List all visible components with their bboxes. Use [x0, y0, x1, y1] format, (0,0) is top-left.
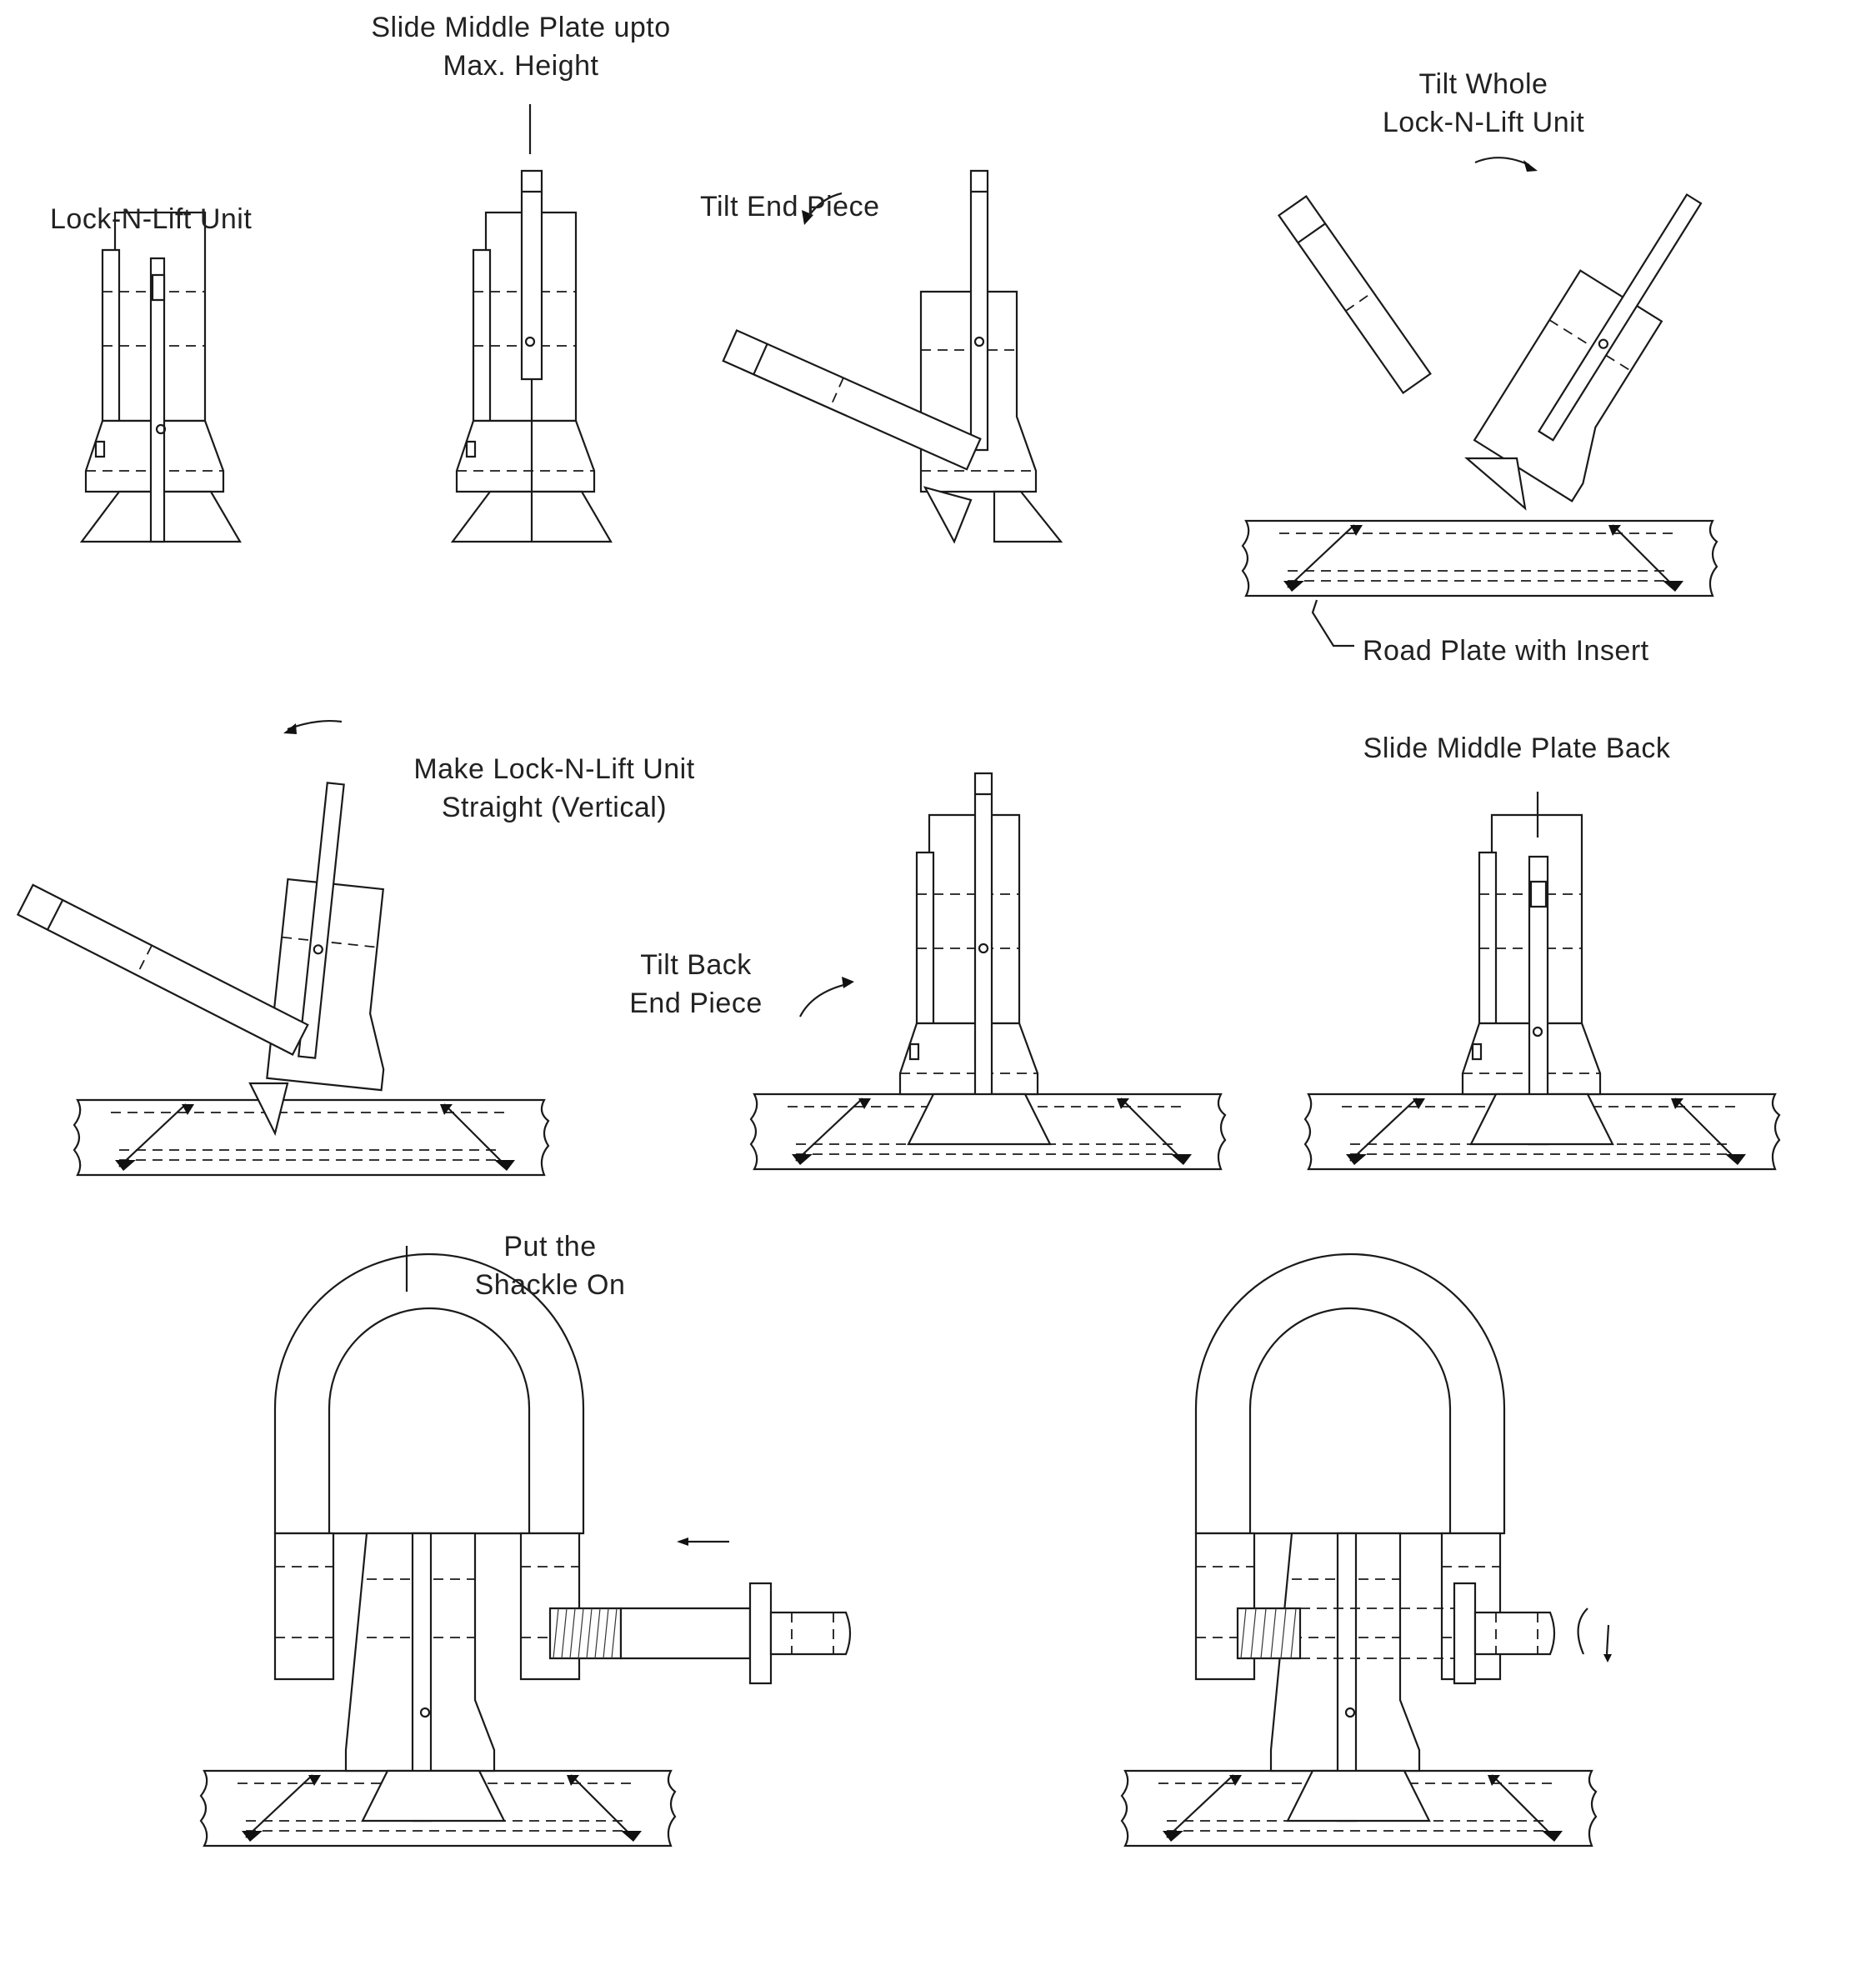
label-tilt-whole-line1: Tilt Whole — [1418, 68, 1548, 100]
label-tilt-back-line1: Tilt Back — [640, 949, 752, 981]
label-slide-back-text: Slide Middle Plate Back — [1363, 732, 1671, 764]
label-road-plate-text: Road Plate with Insert — [1363, 635, 1649, 667]
label-slide-up-line1: Slide Middle Plate upto — [371, 12, 671, 43]
panel-unit — [80, 211, 242, 543]
panel-shackle-exploded — [199, 1252, 850, 1848]
label-tilt-back-end-piece: Tilt Back End Piece — [608, 946, 783, 1022]
label-slide-middle-plate-back: Slide Middle Plate Back — [1333, 729, 1700, 768]
label-shackle-line2: Shackle On — [474, 1269, 626, 1301]
panel-make-straight — [18, 780, 550, 1177]
label-straight-line2: Straight (Vertical) — [441, 792, 668, 823]
label-lock-n-lift-unit: Lock-N-Lift Unit — [50, 200, 283, 238]
panel-slide-up — [451, 171, 613, 543]
label-lock-n-lift-unit-text: Lock-N-Lift Unit — [50, 203, 253, 235]
panel-tilt-back — [749, 773, 1227, 1171]
label-slide-middle-plate-up: Slide Middle Plate upto Max. Height — [338, 8, 704, 85]
label-tilt-end-piece: Tilt End Piece — [700, 188, 917, 226]
label-straight-line1: Make Lock-N-Lift Unit — [413, 753, 695, 785]
panel-shackle-assembled — [1120, 1252, 1598, 1848]
label-make-unit-straight: Make Lock-N-Lift Unit Straight (Vertical… — [388, 750, 721, 827]
label-tilt-whole-line2: Lock-N-Lift Unit — [1382, 107, 1585, 138]
panel-tilt-end — [723, 171, 1061, 542]
label-road-plate-with-insert: Road Plate with Insert — [1363, 632, 1713, 670]
label-shackle-line1: Put the — [503, 1231, 597, 1262]
panel-tilt-whole — [1241, 168, 1718, 598]
rotate-arrow — [1578, 1608, 1588, 1654]
label-tilt-end-text: Tilt End Piece — [700, 191, 880, 222]
panel-slide-back — [1303, 813, 1781, 1171]
label-slide-up-line2: Max. Height — [443, 50, 599, 82]
label-put-shackle-on: Put the Shackle On — [450, 1228, 650, 1304]
label-tilt-whole-unit: Tilt Whole Lock-N-Lift Unit — [1350, 65, 1617, 142]
arrow-tilt-end — [808, 193, 842, 217]
label-tilt-back-line2: End Piece — [629, 988, 763, 1019]
